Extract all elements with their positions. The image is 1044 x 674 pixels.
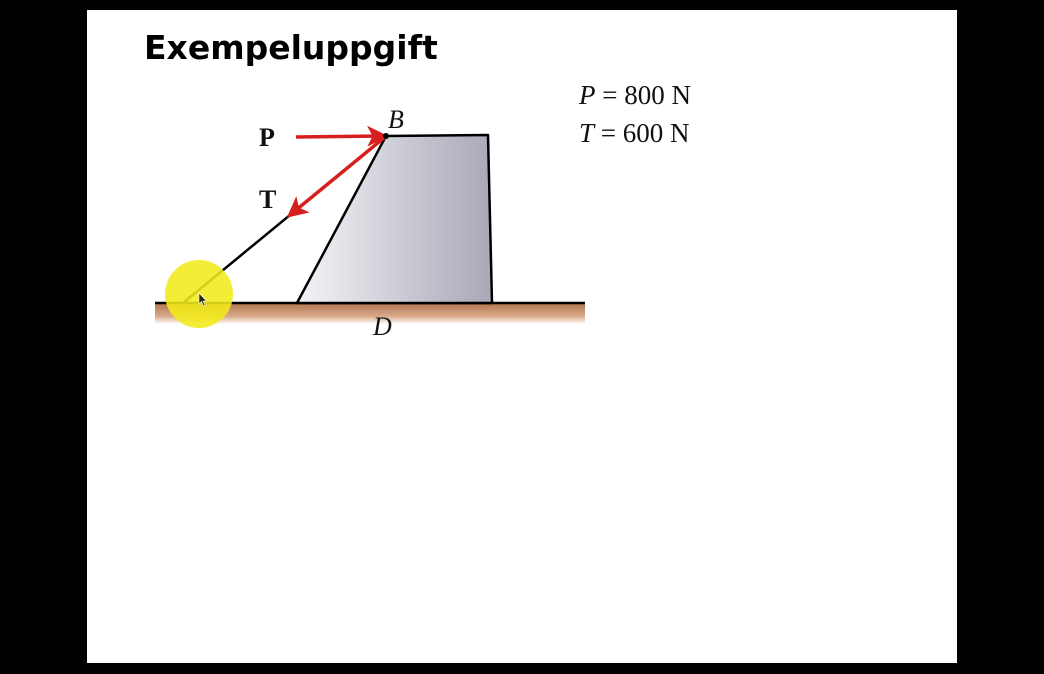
point-b-label: B xyxy=(388,105,404,134)
given-t-equation: T = 600 N xyxy=(579,118,690,149)
given-p-value: 800 xyxy=(624,80,665,110)
ground xyxy=(155,304,585,324)
given-t-symbol: T xyxy=(579,118,595,148)
mouse-cursor-icon xyxy=(198,292,208,307)
given-p-unit: N xyxy=(671,80,691,110)
force-p-label: P xyxy=(259,123,275,152)
point-d-label: D xyxy=(372,312,392,341)
force-t-label: T xyxy=(259,185,276,214)
given-t-equals: = xyxy=(600,118,617,148)
given-p-equation: P = 800 N xyxy=(579,80,691,111)
given-t-value: 600 xyxy=(622,118,664,148)
block xyxy=(295,133,494,305)
given-t-unit: N xyxy=(670,118,690,148)
given-p-symbol: P xyxy=(579,80,596,110)
slide-title: Exempeluppgift xyxy=(144,28,438,67)
given-p-equals: = xyxy=(602,80,618,110)
statics-diagram: P T B D xyxy=(155,105,585,341)
slide: Exempeluppgift P = 800 N T = 600 N xyxy=(87,10,957,663)
point-b-dot xyxy=(383,133,389,139)
force-p-arrow xyxy=(295,125,389,147)
force-t-arrow xyxy=(286,135,387,218)
